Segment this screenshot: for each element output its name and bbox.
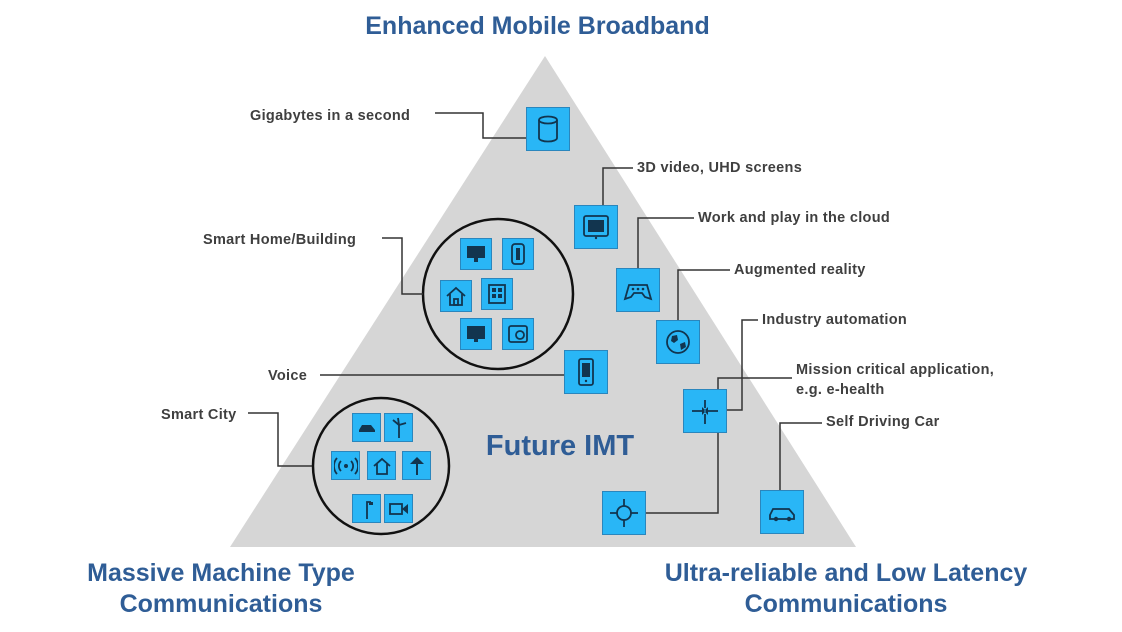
building-panel-icon (481, 278, 513, 310)
phone-icon (564, 350, 608, 394)
self-driving-label: Self Driving Car (826, 414, 940, 430)
tree-icon (402, 451, 431, 480)
smart-city-group-circle (311, 396, 451, 536)
street-lamp-icon (352, 494, 381, 523)
converging-arrows-icon (683, 389, 727, 433)
city-car-icon (352, 413, 381, 442)
gamepad-icon (616, 268, 660, 312)
tv-icon (460, 318, 492, 350)
video-camera-icon (384, 494, 413, 523)
smart-city-label: Smart City (161, 407, 237, 423)
cloud-connector (637, 217, 694, 268)
gigabytes-label: Gigabytes in a second (250, 108, 411, 124)
self-driving-connector (779, 422, 822, 490)
mission-connector (646, 377, 792, 514)
smart-city-connector (248, 412, 312, 467)
target-icon (602, 491, 646, 535)
ar-connector (677, 269, 730, 320)
mission-label: Mission critical application,e.g. e-heal… (796, 362, 995, 398)
video-3d-label: 3D video, UHD screens (637, 160, 803, 176)
industry-label: Industry automation (762, 312, 908, 328)
tablet-icon (574, 205, 618, 249)
smart-lock-icon (502, 238, 534, 270)
database-icon (526, 107, 570, 151)
embb-title: Enhanced Mobile Broadband (365, 12, 710, 40)
home-icon (440, 280, 472, 312)
smart-home-label: Smart Home/Building (203, 232, 357, 248)
future-imt-label: Future IMT (485, 430, 635, 462)
smart-home-connector (382, 237, 423, 295)
video-3d-connector (602, 167, 633, 205)
wireless-signal-icon (331, 451, 360, 480)
cloud-label: Work and play in the cloud (698, 210, 891, 226)
globe-icon (656, 320, 700, 364)
ar-label: Augmented reality (734, 262, 866, 278)
thermostat-icon (502, 318, 534, 350)
industry-connector (723, 319, 758, 411)
gigabytes-connector (435, 112, 526, 139)
monitor-icon (460, 238, 492, 270)
voice-label: Voice (268, 368, 308, 384)
city-home-icon (367, 451, 396, 480)
car-icon (760, 490, 804, 534)
wind-turbine-icon (384, 413, 413, 442)
